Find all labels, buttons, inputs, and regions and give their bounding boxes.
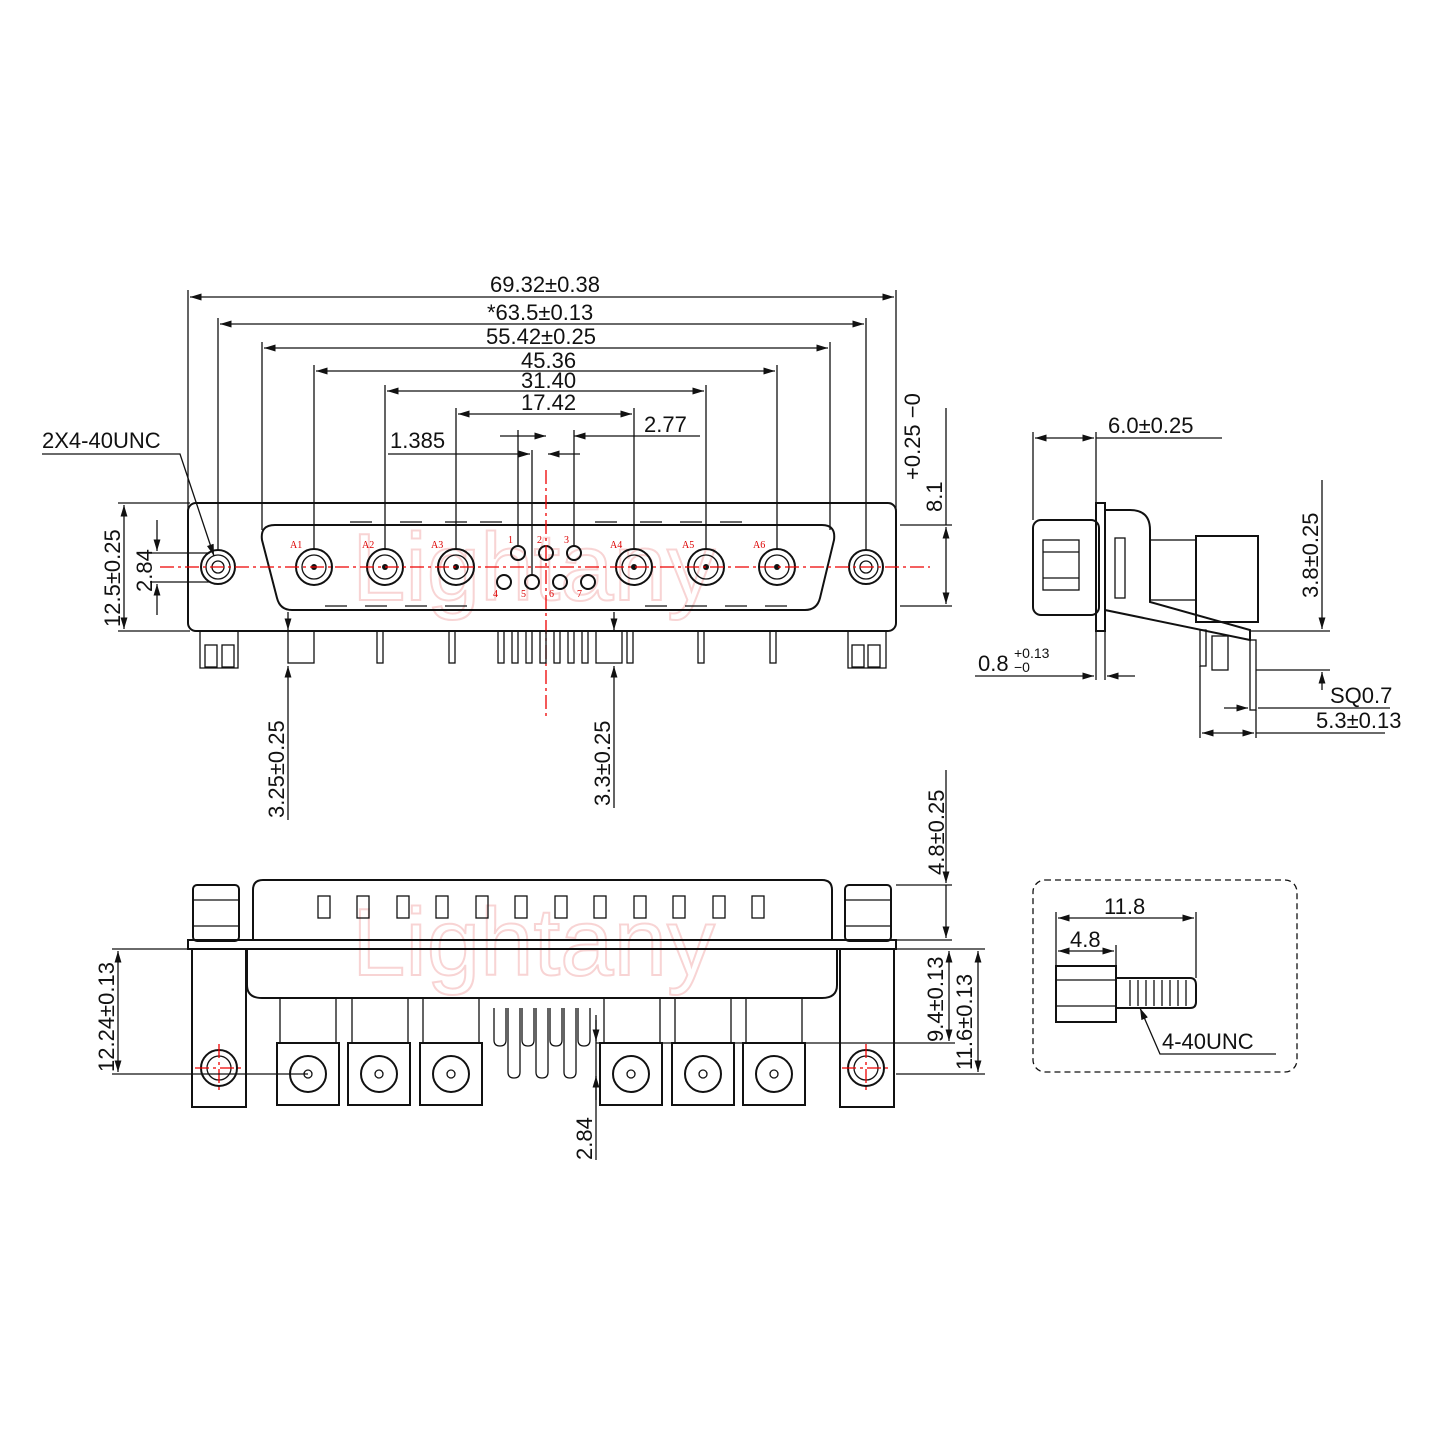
dim-a1-a6: 45.36 bbox=[521, 348, 576, 373]
screw-thread-label: 4-40UNC bbox=[1162, 1029, 1254, 1054]
bottom-signal-pins bbox=[493, 1008, 591, 1079]
bottom-bracket-left bbox=[191, 948, 247, 1108]
dim-side-height: 3.8±0.25 bbox=[1298, 513, 1323, 598]
dim-side-flange-tol-plus: +0.13 bbox=[1014, 645, 1050, 661]
label-pin-6: 6 bbox=[549, 589, 554, 600]
dim-screw-total: 11.8 bbox=[1104, 894, 1145, 919]
front-dimension-lines bbox=[190, 293, 894, 458]
signal-contact-7 bbox=[580, 574, 596, 590]
dim-a3-a4: 17.42 bbox=[521, 390, 576, 415]
dim-front-right-pin: 3.3±0.25 bbox=[590, 721, 615, 806]
dim-screw-spacing: *63.5±0.13 bbox=[487, 300, 593, 325]
bottom-shell bbox=[252, 879, 833, 940]
front-legs bbox=[199, 630, 887, 669]
screw-callout-leader bbox=[42, 453, 215, 557]
dim-pin-pitch: 2.77 bbox=[644, 412, 687, 437]
side-coax-block bbox=[1195, 535, 1259, 623]
dim-bottom-shell-height: 4.8±0.25 bbox=[924, 790, 949, 875]
bottom-flange bbox=[187, 939, 897, 950]
signal-contact-6 bbox=[552, 574, 568, 590]
side-dim-lines bbox=[975, 432, 1390, 738]
label-a2: A2 bbox=[362, 540, 374, 551]
dim-pin-offset: 1.385 bbox=[390, 428, 445, 453]
screw-detail-head bbox=[1055, 965, 1117, 1023]
front-left-dim-lines bbox=[118, 502, 210, 632]
dim-screw-head: 4.8 bbox=[1070, 927, 1101, 952]
label-pin-4: 4 bbox=[493, 589, 498, 600]
dim-front-right-tol: +0.25 −0 bbox=[900, 393, 925, 480]
front-d-shell bbox=[260, 524, 836, 611]
label-a3: A3 bbox=[431, 540, 443, 551]
dim-a2-a5: 31.40 bbox=[521, 368, 576, 393]
label-pin-3: 3 bbox=[564, 535, 569, 546]
label-a6: A6 bbox=[753, 540, 765, 551]
front-right-dim-lines bbox=[900, 408, 952, 607]
side-hex-nut bbox=[1042, 539, 1080, 591]
label-pin-2: 2 bbox=[537, 535, 542, 546]
screw-detail-frame bbox=[1032, 879, 1298, 1073]
dim-bottom-coax-row: 11.6±0.13 bbox=[952, 974, 977, 1070]
front-view: A1 A2 A3 A4 A5 A6 1 2 3 4 5 6 7 bbox=[42, 272, 952, 820]
side-pins bbox=[1199, 629, 1257, 711]
bottom-view: 4.8±0.25 12.24±0.13 9.4±0.13 11.6±0.13 2… bbox=[94, 770, 985, 1160]
screw-detail: 11.8 4.8 4-40UNC bbox=[1032, 879, 1298, 1073]
front-extension-lines bbox=[187, 290, 897, 575]
dim-front-left-pin: 3.25±0.25 bbox=[264, 720, 289, 818]
dim-bottom-signal-row: 9.4±0.13 bbox=[923, 957, 948, 1042]
label-pin-1: 1 bbox=[508, 535, 513, 546]
dim-shell-width: 55.42±0.25 bbox=[486, 324, 596, 349]
dim-front-right-main: 8.1 bbox=[922, 481, 947, 512]
dim-bottom-mount: 12.24±0.13 bbox=[94, 962, 119, 1072]
screw-detail-dim-lines bbox=[1055, 912, 1276, 1055]
bottom-dim-lines bbox=[112, 770, 985, 1160]
dim-side-depth: 6.0±0.25 bbox=[1108, 413, 1193, 438]
label-pin-5: 5 bbox=[521, 589, 526, 600]
dim-bottom-pitch: 2.84 bbox=[572, 1117, 597, 1160]
screw-detail-thread bbox=[1116, 977, 1197, 1009]
screw-callout: 2X4-40UNC bbox=[42, 428, 161, 453]
screw-detail-thread-lines bbox=[1129, 980, 1187, 1006]
bottom-coax-ends bbox=[289, 1055, 793, 1093]
side-body bbox=[1104, 509, 1251, 642]
dim-side-pin-offset: 5.3±0.13 bbox=[1316, 708, 1401, 733]
label-a4: A4 bbox=[610, 540, 622, 551]
label-a1: A1 bbox=[290, 540, 302, 551]
front-pin-dim-lines bbox=[284, 612, 618, 820]
side-shell bbox=[1032, 519, 1100, 616]
bottom-shell-slots bbox=[317, 895, 765, 919]
dim-side-flange: 0.8 bbox=[978, 651, 1009, 676]
label-a5: A5 bbox=[682, 540, 694, 551]
front-shell-notches bbox=[325, 521, 787, 607]
side-view: 6.0±0.25 3.8±0.25 0.8 +0.13 −0 SQ0.7 5.3… bbox=[975, 413, 1401, 738]
dim-overall-width: 69.32±0.38 bbox=[490, 272, 600, 297]
dim-front-row-pitch: 2.84 bbox=[132, 549, 157, 592]
bottom-body bbox=[246, 949, 838, 999]
dim-side-flange-tol-minus: −0 bbox=[1014, 659, 1030, 675]
dim-side-pin-square: SQ0.7 bbox=[1330, 683, 1392, 708]
bottom-coax-towers bbox=[276, 997, 806, 1106]
label-pin-7: 7 bbox=[577, 589, 582, 600]
dim-front-height: 12.5±0.25 bbox=[100, 529, 125, 627]
bottom-bracket-right bbox=[839, 948, 895, 1108]
signal-contact-4 bbox=[496, 574, 512, 590]
watermark-bottom: Lightany bbox=[352, 889, 715, 996]
